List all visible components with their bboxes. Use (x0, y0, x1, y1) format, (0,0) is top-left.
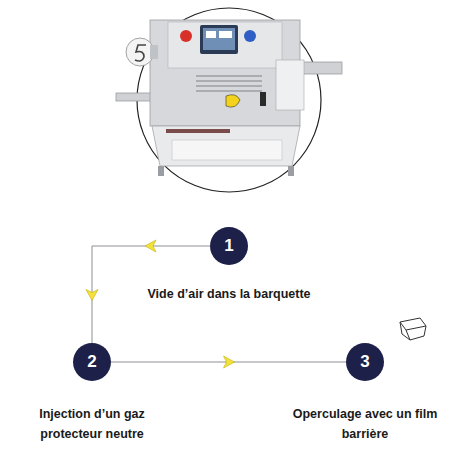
arrow-head (145, 240, 156, 252)
step-label: Injection d’un gaz protecteur neutre (22, 404, 162, 444)
step-number: 3 (346, 343, 384, 381)
step-circle: 3Operculage avec un film barrière (346, 343, 384, 381)
tray-sealer (116, 20, 342, 176)
arrow-head (224, 356, 235, 368)
step-number: 1 (210, 227, 248, 265)
step-label: Operculage avec un film barrière (292, 404, 438, 444)
arrow-head (86, 290, 98, 301)
step-circle: 2Injection d’un gaz protecteur neutre (73, 343, 111, 381)
step-circle: 1Vide d’air dans la barquette (210, 227, 248, 265)
photo-frame (137, 8, 321, 192)
step-number: 2 (73, 343, 111, 381)
step-label: Vide d’air dans la barquette (119, 284, 339, 304)
flow-connector (111, 356, 346, 368)
tray-icon (400, 318, 426, 340)
